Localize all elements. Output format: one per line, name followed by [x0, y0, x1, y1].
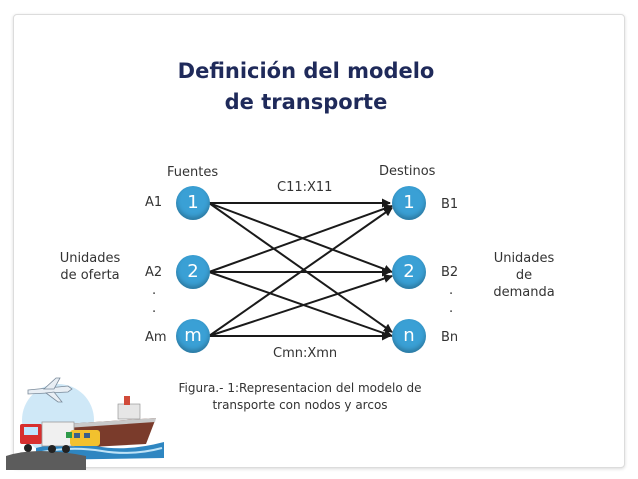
source-ellipsis-dot-2: .: [152, 301, 157, 316]
title-line-1: Definición del modelo: [177, 59, 435, 83]
destination-node-n: n: [392, 319, 426, 353]
title-line-2: de transporte: [224, 90, 388, 114]
arc-1-n: [208, 202, 393, 333]
caption-line-2: transporte con nodos y arcos: [212, 398, 388, 412]
supply-label-line-1: Unidades: [59, 251, 121, 266]
destination-label-bn: Bn: [441, 330, 459, 345]
demand-label-line-1: Unidades: [493, 251, 555, 266]
destinations-header: Destinos: [379, 164, 436, 179]
arc-2-n: [208, 271, 393, 338]
supply-label-line-2: de oferta: [60, 268, 120, 283]
slide-frame: [13, 14, 625, 468]
slide-title: Definición del modelo de transporte: [150, 56, 462, 118]
destination-label-b2: B2: [441, 265, 459, 280]
source-label-a2: A2: [145, 265, 163, 280]
source-label-am: Am: [145, 330, 167, 345]
destination-label-b1: B1: [441, 197, 459, 212]
sources-header: Fuentes: [167, 165, 219, 180]
caption-line-1: Figura.- 1:Representacion del modelo de: [178, 381, 422, 395]
arc-m-2: [208, 274, 393, 337]
destination-ellipsis-dot-2: .: [449, 301, 454, 316]
destination-node-1: 1: [392, 186, 426, 220]
demand-label-line-2: de: [515, 268, 533, 283]
arc-2-1: [208, 204, 393, 273]
arc-1-2: [208, 202, 393, 274]
source-label-a1: A1: [145, 195, 163, 210]
demand-label-line-3: demanda: [493, 285, 555, 300]
supply-units-label: Unidades de oferta: [58, 250, 122, 284]
demand-units-label: Unidades de demanda: [486, 250, 562, 301]
figure-caption: Figura.- 1:Representacion del modelo de …: [170, 380, 430, 414]
top-arc-label: C11:X11: [277, 180, 333, 195]
transport-vehicles-icon: [6, 377, 164, 470]
source-node-m: m: [176, 319, 210, 353]
source-ellipsis-dot-1: .: [152, 283, 157, 298]
source-node-1: 1: [176, 186, 210, 220]
arc-m-1: [208, 207, 393, 337]
bottom-arc-label: Cmn:Xmn: [273, 346, 338, 361]
source-node-2: 2: [176, 255, 210, 289]
destination-ellipsis-dot-1: .: [449, 283, 454, 298]
destination-node-2: 2: [392, 255, 426, 289]
